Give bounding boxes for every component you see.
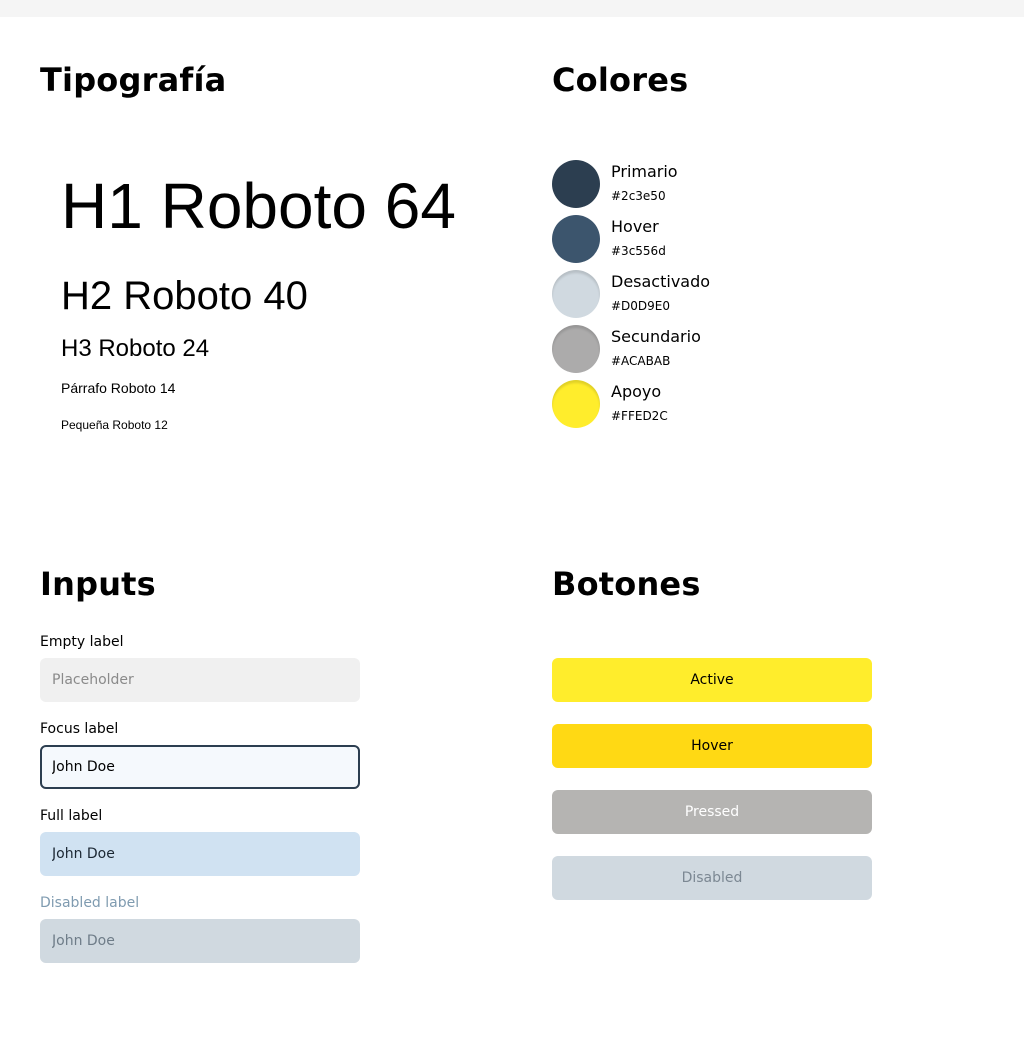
color-name-apoyo: Apoyo <box>611 382 662 401</box>
active-button[interactable]: Active <box>552 658 872 702</box>
color-hex-apoyo: #FFED2C <box>611 409 668 423</box>
color-hex-desactivado: #D0D9E0 <box>611 299 671 313</box>
color-swatch-secundario <box>552 325 600 373</box>
disabled-field-label: Disabled label <box>40 895 140 911</box>
top-bar <box>0 0 1024 17</box>
full-input[interactable] <box>40 832 360 876</box>
typography-title: Tipografía <box>40 61 227 99</box>
colors-title: Colores <box>552 61 689 99</box>
color-hex-hover: #3c556d <box>611 244 666 258</box>
pressed-button[interactable]: Pressed <box>552 790 872 834</box>
empty-input[interactable] <box>40 658 360 702</box>
color-swatch-hover <box>552 215 600 263</box>
color-name-desactivado: Desactivado <box>611 272 711 291</box>
h2-sample: H2 Roboto 40 <box>61 274 308 318</box>
disabled-input <box>40 919 360 963</box>
focus-field-label: Focus label <box>40 721 119 737</box>
color-swatch-desactivado <box>552 270 600 318</box>
color-name-primario: Primario <box>611 162 678 181</box>
full-field-label: Full label <box>40 808 103 824</box>
disabled-button: Disabled <box>552 856 872 900</box>
inputs-title: Inputs <box>40 565 156 603</box>
buttons-title: Botones <box>552 565 701 603</box>
hover-button[interactable]: Hover <box>552 724 872 768</box>
color-name-hover: Hover <box>611 217 659 236</box>
color-hex-secundario: #ACABAB <box>611 354 671 368</box>
color-hex-primario: #2c3e50 <box>611 189 666 203</box>
h1-sample: H1 Roboto 64 <box>61 170 456 242</box>
paragraph-sample: Párrafo Roboto 14 <box>61 380 176 396</box>
empty-field-label: Empty label <box>40 634 124 650</box>
h3-sample: H3 Roboto 24 <box>61 335 210 362</box>
color-swatch-primario <box>552 160 600 208</box>
focus-input[interactable] <box>40 745 360 789</box>
color-name-secundario: Secundario <box>611 327 701 346</box>
color-swatch-apoyo <box>552 380 600 428</box>
small-sample: Pequeña Roboto 12 <box>61 418 168 432</box>
